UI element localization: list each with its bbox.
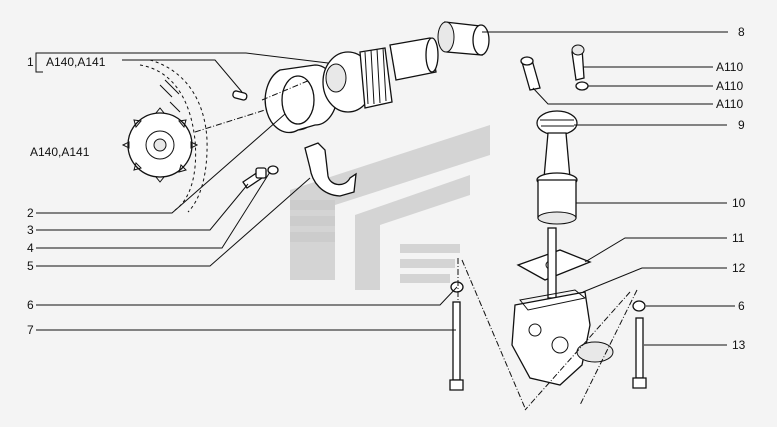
drive-gear-shaft bbox=[322, 37, 439, 113]
washer-right bbox=[632, 300, 646, 312]
timing-sprocket bbox=[121, 107, 199, 183]
screw-washer bbox=[242, 165, 279, 189]
long-bolt-right bbox=[632, 317, 647, 389]
relief-valve-parts bbox=[520, 44, 589, 91]
label-6-right: 6 bbox=[738, 299, 745, 313]
sleeve-bushing bbox=[437, 21, 490, 56]
label-13: 13 bbox=[732, 338, 746, 352]
part-labels: 1 A140,A141 A140,A141 2 3 4 5 6 7 8 A110… bbox=[27, 25, 746, 352]
label-2: 2 bbox=[27, 206, 34, 220]
label-a110-3: A110 bbox=[716, 97, 743, 111]
label-1: 1 bbox=[27, 55, 34, 69]
label-1-ref: A140,A141 bbox=[46, 55, 106, 69]
watermark-logo bbox=[290, 125, 490, 290]
label-12: 12 bbox=[732, 261, 746, 275]
label-9: 9 bbox=[738, 118, 745, 132]
label-5: 5 bbox=[27, 259, 34, 273]
pump-shaft bbox=[547, 227, 557, 299]
dowel-pin bbox=[232, 90, 248, 101]
pump-drive-gear bbox=[536, 110, 578, 225]
label-8: 8 bbox=[738, 25, 745, 39]
label-a110-2: A110 bbox=[716, 79, 743, 93]
label-sprocket-ref: A140,A141 bbox=[30, 145, 90, 159]
assembly-guide-lines bbox=[194, 79, 638, 411]
label-3: 3 bbox=[27, 223, 34, 237]
timing-chain bbox=[139, 59, 208, 213]
label-4: 4 bbox=[27, 241, 34, 255]
oil-pump-body bbox=[511, 289, 614, 386]
label-7: 7 bbox=[27, 323, 34, 337]
leader-lines bbox=[35, 31, 735, 346]
bracket-plate bbox=[304, 142, 357, 197]
label-a110-1: A110 bbox=[716, 60, 743, 74]
label-6-left: 6 bbox=[27, 298, 34, 312]
long-bolt-left bbox=[449, 301, 464, 391]
label-10: 10 bbox=[732, 196, 746, 210]
label-11: 11 bbox=[732, 231, 745, 245]
